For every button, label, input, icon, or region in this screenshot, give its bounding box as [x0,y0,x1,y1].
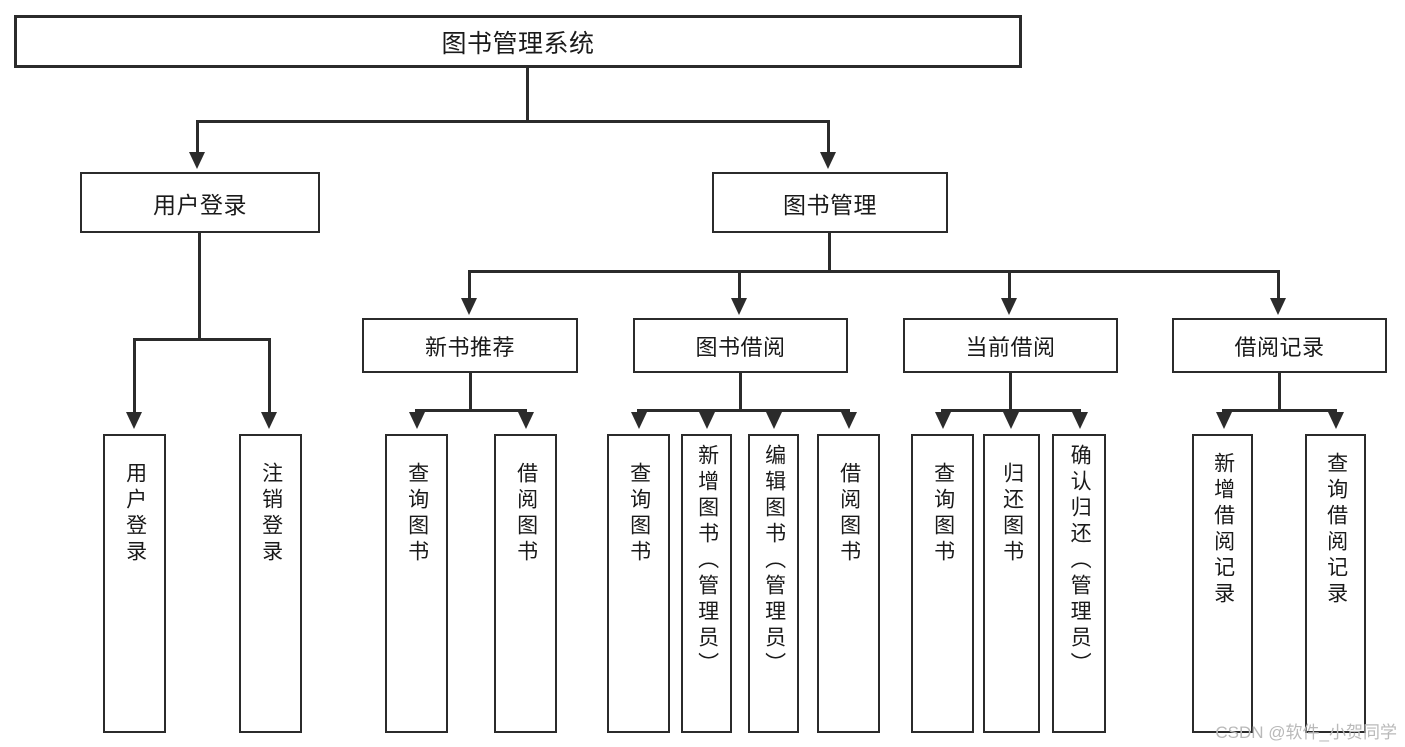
connector-bookmgmt-to-current [1008,270,1011,300]
arrowhead-root-to-login [189,152,205,169]
leaf-node-query-borrow-record[interactable]: 查询借阅记录 [1305,434,1366,733]
arrowhead-login-to-leaf0 [126,412,142,429]
arrowhead-login-to-leaf1 [261,412,277,429]
connector-record-stem [1278,373,1281,409]
leaf-label: 查询图书 [405,462,429,566]
node-book-borrow[interactable]: 图书借阅 [633,318,848,373]
node-label: 当前借阅 [965,334,1056,360]
leaf-node-logout[interactable]: 注销登录 [239,434,302,733]
arrowhead-bookmgmt-to-current [1001,298,1017,315]
connector-login-to-leaf0 [133,338,136,414]
leaf-label: 查询图书 [627,462,651,566]
node-label: 图书借阅 [695,334,786,360]
connector-newbook-bus [415,409,527,412]
leaf-node-edit-book-admin[interactable]: 编辑图书（管理员） [748,434,799,733]
node-label: 借阅记录 [1234,334,1325,360]
leaf-label: 新增图书（管理员） [695,444,719,678]
connector-bookmgmt-to-newbook [468,270,471,300]
arrowhead-newbook-to-leaf0 [409,412,425,429]
leaf-node-query-book-newbook[interactable]: 查询图书 [385,434,448,733]
arrowhead-root-to-bookmgmt [820,152,836,169]
connector-newbook-stem [469,373,472,409]
leaf-label: 新增借阅记录 [1211,452,1235,608]
connector-root-bus [196,120,830,123]
node-borrow-record[interactable]: 借阅记录 [1172,318,1387,373]
connector-root-to-login [196,120,199,154]
connector-borrow-stem [739,373,742,409]
arrowhead-current-to-leaf2 [1072,412,1088,429]
arrowhead-record-to-leaf1 [1328,412,1344,429]
leaf-label: 归还图书 [1000,462,1024,566]
connector-login-to-leaf1 [268,338,271,414]
arrowhead-bookmgmt-to-newbook [461,298,477,315]
connector-current-stem [1009,373,1012,409]
arrowhead-borrow-to-leaf2 [766,412,782,429]
connector-borrow-bus [637,409,850,412]
leaf-node-query-book-borrow[interactable]: 查询图书 [607,434,670,733]
node-current-borrow[interactable]: 当前借阅 [903,318,1118,373]
connector-bookmgmt-to-record [1277,270,1280,300]
leaf-label: 注销登录 [259,462,283,566]
leaf-node-return-book[interactable]: 归还图书 [983,434,1040,733]
node-new-book-recommend[interactable]: 新书推荐 [362,318,578,373]
connector-record-bus [1222,409,1337,412]
node-label: 用户登录 [153,191,247,218]
leaf-label: 借阅图书 [837,462,861,566]
node-label: 图书管理系统 [441,29,595,58]
arrowhead-current-to-leaf0 [935,412,951,429]
leaf-node-add-borrow-record[interactable]: 新增借阅记录 [1192,434,1253,733]
connector-root-to-bookmgmt [827,120,830,154]
node-root-system[interactable]: 图书管理系统 [14,15,1022,68]
leaf-label: 确认归还（管理员） [1068,444,1092,678]
arrowhead-borrow-to-leaf0 [631,412,647,429]
leaf-node-user-login[interactable]: 用户登录 [103,434,166,733]
arrowhead-borrow-to-leaf3 [841,412,857,429]
leaf-node-borrow-book-newbook[interactable]: 借阅图书 [494,434,557,733]
connector-bookmgmt-to-borrow [738,270,741,300]
arrowhead-bookmgmt-to-record [1270,298,1286,315]
leaf-label: 用户登录 [123,462,147,566]
connector-bookmgmt-bus [468,270,1280,273]
node-label: 图书管理 [783,191,877,218]
connector-root-stem [526,68,529,120]
arrowhead-bookmgmt-to-borrow [731,298,747,315]
arrowhead-borrow-to-leaf1 [699,412,715,429]
leaf-node-query-book-current[interactable]: 查询图书 [911,434,974,733]
leaf-node-add-book-admin[interactable]: 新增图书（管理员） [681,434,732,733]
leaf-node-borrow-book-borrow[interactable]: 借阅图书 [817,434,880,733]
connector-login-bus [133,338,270,341]
arrowhead-record-to-leaf0 [1216,412,1232,429]
leaf-label: 查询图书 [931,462,955,566]
node-book-management[interactable]: 图书管理 [712,172,948,233]
leaf-label: 借阅图书 [514,462,538,566]
leaf-label: 查询借阅记录 [1324,452,1348,608]
arrowhead-newbook-to-leaf1 [518,412,534,429]
node-label: 新书推荐 [424,334,515,360]
arrowhead-current-to-leaf1 [1003,412,1019,429]
connector-bookmgmt-stem [828,233,831,270]
connector-login-stem [198,233,201,338]
leaf-node-confirm-return-admin[interactable]: 确认归还（管理员） [1052,434,1106,733]
csdn-watermark: CSDN @软件_小贺同学 [1215,723,1397,742]
node-user-login[interactable]: 用户登录 [80,172,320,233]
leaf-label: 编辑图书（管理员） [762,444,786,678]
